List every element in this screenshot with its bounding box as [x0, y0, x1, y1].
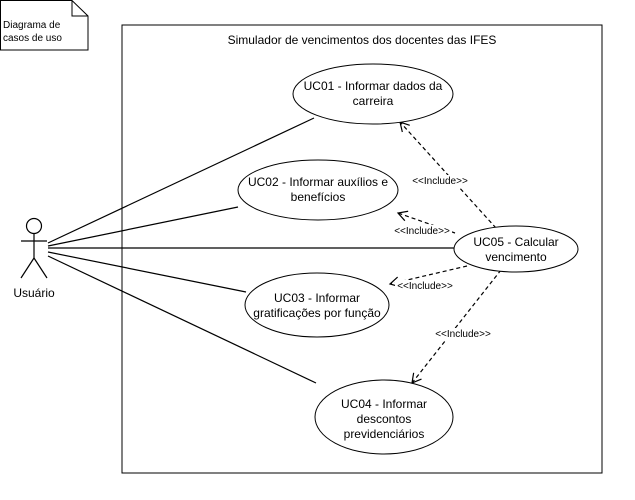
actor-usuario[interactable]	[20, 217, 48, 279]
use-case-uc02[interactable]: UC02 - Informar auxílios e benefícios	[237, 159, 399, 221]
uc03-line-1: UC03 - Informar	[274, 291, 360, 305]
include-label-uc04: <<Include>>	[435, 329, 491, 340]
association-uc04	[47, 255, 317, 384]
include-label-uc02: <<Include>>	[394, 226, 450, 237]
association-uc01	[47, 117, 315, 244]
note-line-1: Diagrama de	[3, 20, 61, 31]
actor-left-leg	[20, 257, 35, 279]
system-boundary: Simulador de vencimentos dos docentes da…	[121, 24, 603, 474]
uc04-line-3: previdenciários	[344, 427, 425, 441]
use-case-uc05[interactable]: UC05 - Calcular vencimento	[453, 225, 579, 273]
diagram-note: Diagrama de casos de uso	[0, 0, 89, 51]
include-arrow-uc04	[411, 269, 502, 384]
use-case-uc03[interactable]: UC03 - Informar gratificações por função	[244, 272, 390, 338]
uc04-line-2: descontos	[357, 412, 412, 426]
association-uc03	[47, 251, 247, 293]
include-label-uc01: <<Include>>	[412, 176, 468, 187]
actor-label: Usuário	[13, 286, 55, 300]
uc05-line-2: vencimento	[485, 250, 547, 264]
actor-head	[25, 217, 43, 235]
association-uc02	[47, 206, 239, 247]
uc01-line-2: carreira	[353, 94, 394, 108]
note-line-2: casos de uso	[3, 33, 62, 44]
use-case-uc01[interactable]: UC01 - Informar dados da carreira	[292, 63, 454, 125]
uc03-line-2: gratificações por função	[253, 306, 381, 320]
uc04-line-1: UC04 - Informar	[341, 397, 427, 411]
uc01-line-1: UC01 - Informar dados da	[304, 79, 443, 93]
use-case-uc04[interactable]: UC04 - Informar descontos previdenciário…	[314, 379, 454, 455]
uc05-line-1: UC05 - Calcular	[473, 235, 558, 249]
uc02-line-1: UC02 - Informar auxílios e	[248, 175, 388, 189]
uc02-line-2: benefícios	[291, 190, 346, 204]
include-labels: <<Include>> <<Include>> <<Include>> <<In…	[392, 175, 493, 340]
system-title: Simulador de vencimentos dos docentes da…	[228, 33, 497, 47]
actor-right-leg	[33, 257, 48, 279]
include-label-uc03: <<Include>>	[397, 281, 453, 292]
associations	[47, 117, 454, 384]
